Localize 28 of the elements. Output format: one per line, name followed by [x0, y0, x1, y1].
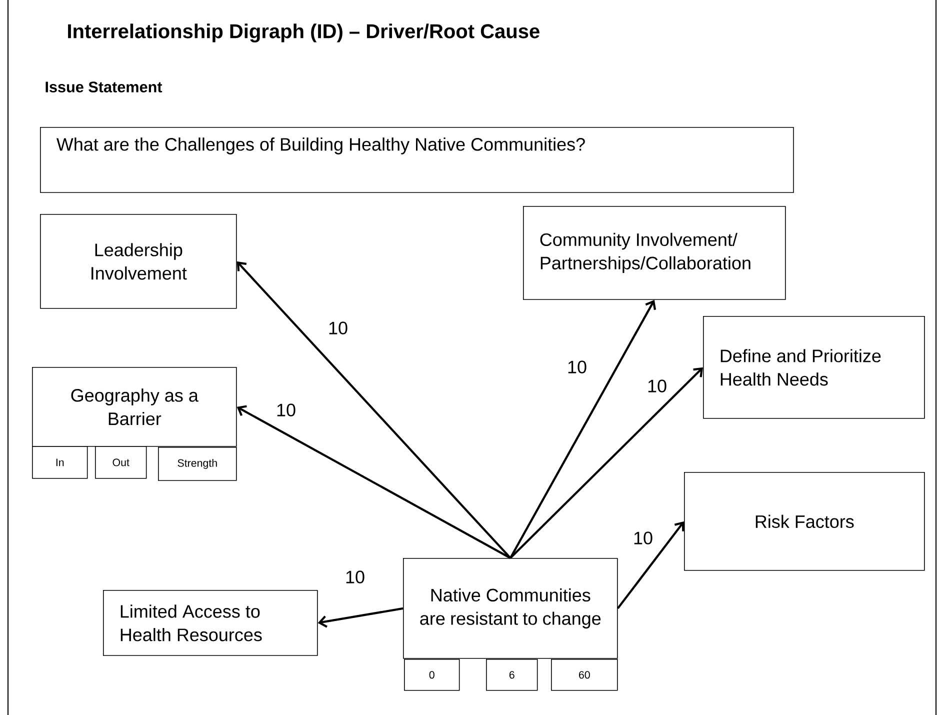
edge-label: 10	[566, 359, 588, 375]
score-cell: 0	[404, 659, 460, 691]
cause-box: Community Involvement/ Partnerships/Collaboration	[523, 206, 786, 300]
edge-label: 10	[274, 402, 298, 418]
score-cell: 60	[551, 659, 618, 691]
section-heading: Issue Statement	[46, 82, 162, 92]
arrow	[236, 405, 511, 559]
edge-label: 10	[326, 320, 350, 336]
cause-box: Geography as a Barrier	[32, 367, 237, 447]
driver-box: Native Communities are resistant to change	[403, 558, 618, 659]
arrow	[510, 367, 703, 559]
edge-label: 10	[632, 530, 654, 546]
edge-label: 10	[646, 378, 668, 394]
score-cell: 6	[486, 659, 538, 691]
arrow	[616, 521, 684, 610]
arrow	[509, 300, 656, 559]
edge-label: 10	[344, 569, 366, 585]
score-cell: Out	[95, 446, 147, 479]
cause-box: Leadership Involvement	[40, 214, 237, 309]
score-cell: Strength	[158, 447, 237, 481]
issue-box: What are the Challenges of Building Healthy Native Communities?	[40, 127, 794, 193]
arrow	[318, 607, 404, 628]
score-cell: In	[32, 446, 88, 479]
cause-box: Risk Factors	[684, 472, 925, 571]
title: Interrelationship Digraph (ID) – Driver/Root Cause	[68, 24, 540, 42]
arrow	[236, 261, 512, 559]
cause-box: Define and Prioritize Health Needs	[703, 316, 925, 419]
cause-box: Limited Access to Health Resources	[103, 590, 318, 656]
